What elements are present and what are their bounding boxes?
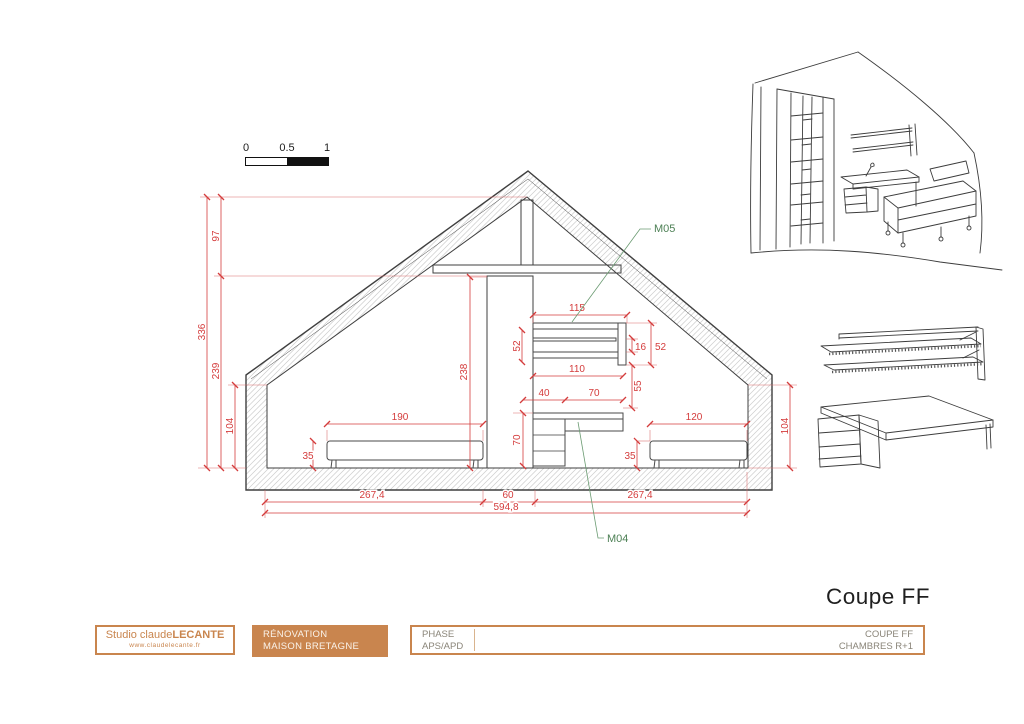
dim-bed-left-height: 35	[302, 451, 314, 462]
studio-name: Studio claudeLECANTE	[97, 629, 233, 641]
titleblock-sheet: PHASE APS/APD COUPE FF CHAMBRES R+1	[405, 625, 925, 658]
desk-m04	[532, 412, 624, 467]
desk-detail-sketch	[817, 395, 994, 469]
dim-total-height: 336	[197, 323, 208, 340]
phase-value: APS/APD	[422, 640, 464, 652]
annotation-m05: M05	[654, 223, 675, 235]
sheet-line1: COUPE FF	[864, 629, 913, 640]
dim-shelf-height-left: 52	[512, 340, 523, 352]
roof-timber-structure	[432, 199, 622, 274]
studio-name-regular: Studio claude	[105, 629, 173, 641]
dim-left-wall-height: 104	[225, 417, 236, 434]
furniture-annotations: M05 M04	[571, 222, 677, 546]
project-line1: RÉNOVATION	[263, 629, 328, 640]
project-line2: MAISON BRETAGNE	[263, 640, 360, 652]
phase-label: PHASE	[422, 629, 455, 640]
titleblock-project: RÉNOVATION MAISON BRETAGNE	[247, 625, 388, 660]
dim-room-right-width: 267,4	[627, 490, 652, 501]
dimension-labels: 336 97 239 104 104 238 52 70 55 16 52 35…	[196, 229, 793, 515]
dim-shelf-width-top: 115	[569, 303, 585, 314]
dim-bed-right-width: 120	[686, 412, 703, 423]
central-partition-wall	[486, 275, 534, 469]
scale-bar: 0 0.5 1	[240, 142, 340, 170]
annotation-m04: M04	[607, 533, 628, 545]
shelf-detail-sketch	[820, 326, 986, 381]
scale-tick-05: 0.5	[279, 142, 295, 154]
dim-shelf-height-right: 52	[655, 342, 667, 353]
drawing-title: Coupe FF	[825, 584, 930, 609]
dim-wall-thickness: 60	[502, 490, 514, 501]
dim-shelf-gap: 16	[635, 342, 647, 353]
titleblock-divider	[474, 629, 475, 651]
sheet-cell: COUPE FF CHAMBRES R+1	[475, 627, 923, 653]
scale-bar-black-segment	[287, 158, 328, 165]
dim-center-wall-height: 238	[459, 363, 470, 380]
room-perspective-sketch	[750, 51, 1003, 271]
scale-bar-white-segment	[246, 158, 287, 165]
scale-tick-0: 0	[242, 142, 250, 154]
wall-shelf-unit-m05	[532, 322, 627, 366]
studio-name-bold: LECANTE	[172, 629, 225, 641]
dim-desk-top-width: 70	[588, 388, 600, 399]
dim-bed-left-width: 190	[392, 412, 409, 423]
dim-desk-drawer-width: 40	[538, 388, 550, 399]
dim-tie-to-floor: 239	[211, 362, 222, 379]
studio-url: www.claudelecante.fr	[129, 642, 201, 649]
bed-right	[649, 440, 748, 469]
dim-shelf-to-desk: 55	[633, 380, 644, 392]
dim-total-width: 594,8	[493, 502, 518, 513]
titleblock-studio: Studio claudeLECANTE www.claudelecante.f…	[90, 625, 235, 658]
phase-cell: PHASE APS/APD	[412, 627, 474, 653]
dim-right-wall-height: 104	[780, 417, 791, 434]
dim-bed-right-height: 35	[624, 451, 636, 462]
sheet-line2: CHAMBRES R+1	[838, 640, 913, 652]
dim-desk-height: 70	[512, 434, 523, 446]
bed-left	[326, 440, 484, 469]
dim-shelf-width-bottom: 110	[569, 364, 585, 375]
dim-apex-to-tie: 97	[211, 230, 222, 242]
scale-tick-1: 1	[323, 142, 331, 154]
dim-room-left-width: 267,4	[359, 490, 384, 501]
scale-bar-segments	[245, 157, 329, 166]
dimension-lines	[198, 193, 797, 518]
